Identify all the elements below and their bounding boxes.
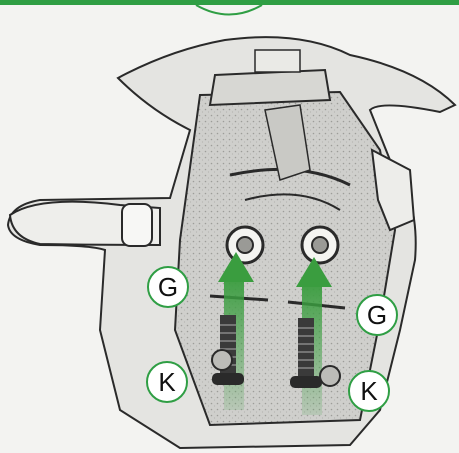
top-accent-notch	[196, 5, 262, 15]
left-grip-collar	[122, 204, 152, 246]
rear-mount	[255, 50, 300, 72]
left-mount-hole-center	[237, 237, 253, 253]
callout-k-right: K	[348, 370, 390, 412]
top-bracket	[210, 70, 330, 105]
lower-nut-right	[320, 366, 340, 386]
callout-g-right: G	[356, 294, 398, 336]
top-accent-bar	[0, 0, 459, 5]
lower-nut-left	[212, 350, 232, 370]
right-mount-hole-center	[312, 237, 328, 253]
callout-k-left: K	[146, 361, 188, 403]
callout-g-left: G	[147, 266, 189, 308]
